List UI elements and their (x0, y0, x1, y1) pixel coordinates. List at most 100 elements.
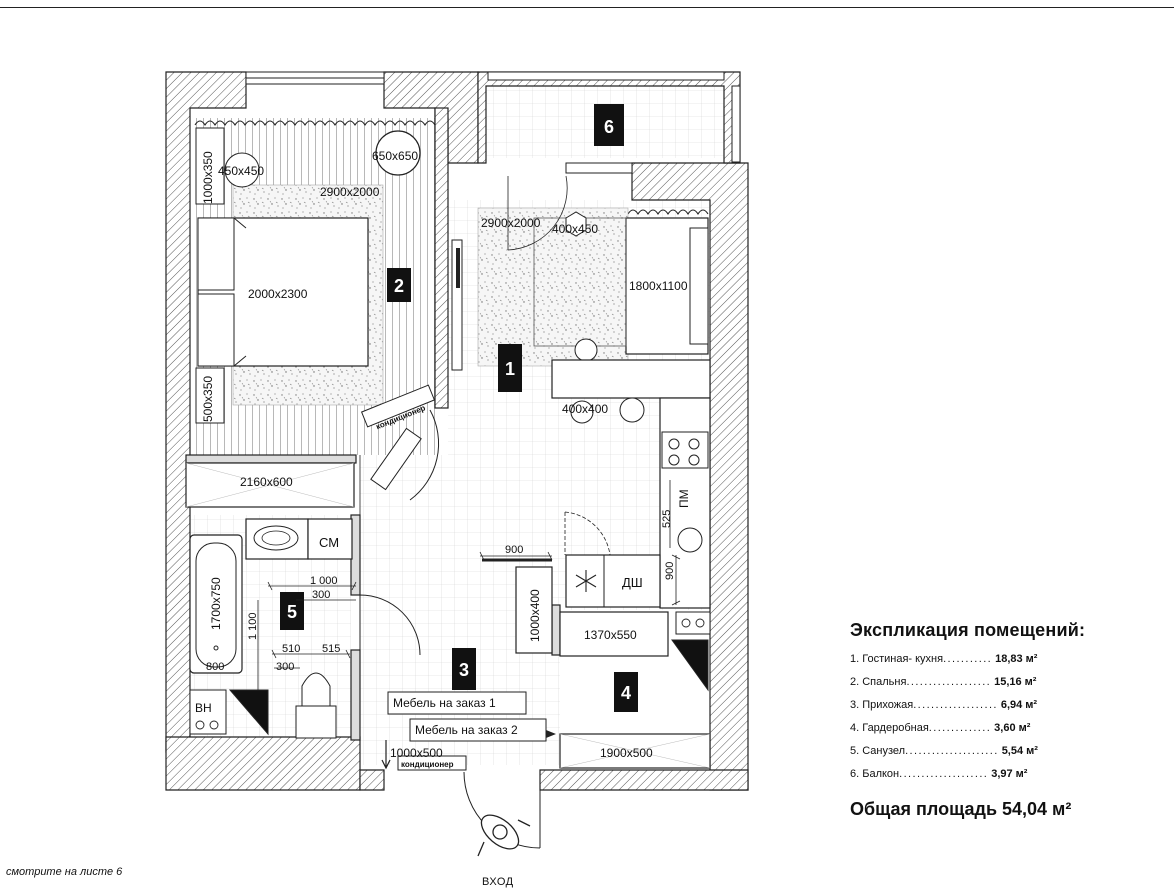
washer-label: СМ (319, 535, 339, 550)
wall-wardrobe-west (551, 604, 561, 656)
legend-unit: м² (1015, 768, 1028, 780)
legend-label: 2. Спальня (850, 676, 907, 688)
legend-value: 3,60 (994, 722, 1016, 734)
sheet-reference: смотрите на листе 6 (6, 866, 123, 878)
bathroom-sink (253, 525, 299, 551)
legend-dots: .............. (928, 722, 992, 734)
legend-label: 3. Прихожая (850, 699, 914, 711)
room-number-6: 6 (604, 117, 614, 137)
entry-label: ВХОД (482, 876, 514, 888)
cabinet-label: 1000x400 (528, 589, 542, 642)
small-cabinet (675, 611, 711, 635)
room-number-2: 2 (394, 276, 404, 296)
wardrobe-diag (185, 462, 355, 508)
bedroom-armchair (375, 130, 421, 176)
sink (677, 527, 703, 553)
legend-value: 5,54 (1001, 745, 1024, 757)
window-living (565, 162, 633, 174)
lamp-label: 450x450 (218, 164, 264, 178)
hall-shelf-label: 1370x550 (584, 628, 637, 642)
hall-number-box (452, 648, 476, 690)
dim-515: 515 (322, 643, 340, 655)
hall-ac-label: кондиционер (401, 760, 454, 769)
bed (197, 217, 369, 367)
tv (456, 248, 460, 288)
kitchen-counter (659, 397, 711, 609)
coffee-table-label: 400x450 (552, 222, 598, 236)
custom-furniture-2-label: Мебель на заказ 2 (415, 723, 518, 737)
wall-south-left (165, 736, 361, 791)
toilet-cistern (295, 705, 337, 739)
dishwasher-label: ДШ (622, 575, 643, 590)
dim-900-wall: 900 (505, 544, 523, 556)
stool-2 (619, 397, 645, 423)
windows (245, 71, 741, 174)
person-icon (477, 814, 531, 857)
legend-label: 1. Гостиная- кухня (850, 653, 944, 665)
legend-unit: м² (1025, 653, 1038, 665)
wall-bath-east-2 (350, 649, 361, 741)
rug-living-label: 2900x2000 (481, 216, 541, 230)
room-explication: Экспликация помещений: 1. Гостиная- кухн… (850, 620, 1170, 820)
legend-unit: м² (1025, 699, 1038, 711)
custom-furniture-1 (387, 691, 527, 715)
bedroom-ac (360, 384, 436, 428)
oven-cabinet (565, 554, 661, 608)
wall-bedroom-east (434, 107, 449, 409)
dimension-lines (257, 480, 681, 690)
dim-300b: 300 (276, 661, 294, 673)
wall-south-hall (359, 769, 385, 791)
sofa-label: 1800x1100 (629, 279, 688, 293)
bedroom-number-box (387, 268, 411, 302)
fridge-dim-label: 525 (661, 510, 673, 528)
dim-1000: 1 000 (310, 575, 338, 587)
closet-diag (559, 733, 711, 769)
bed-label: 2000x2300 (248, 287, 308, 301)
legend-unit: м² (1018, 722, 1031, 734)
legend-label: 5. Санузел (850, 745, 906, 757)
legend-value: 6,94 (1000, 699, 1023, 711)
dining-table-label: 400x400 (562, 402, 608, 416)
hall-ac (397, 755, 467, 771)
room-number-3: 3 (459, 660, 469, 680)
washer (307, 518, 353, 560)
legend-unit: м² (1026, 745, 1038, 757)
tv-stand (451, 239, 463, 371)
sofa-back (689, 227, 709, 345)
legend-label: 6. Балкон (850, 768, 900, 780)
balcony-number-box (594, 104, 624, 146)
legend-value: 3,97 (991, 768, 1013, 780)
dim-900-vertical: 900 (664, 562, 676, 580)
legend-dots: ................... (906, 676, 992, 688)
coffee-table (565, 211, 587, 237)
nightstand-bottom-label: 500x350 (201, 376, 215, 422)
wardrobe-number-box (614, 672, 638, 712)
window-balcony-side (731, 85, 741, 163)
legend-dots: ..................... (905, 745, 999, 757)
living-number-box (498, 344, 522, 392)
bedroom-nightstand-top (195, 127, 225, 205)
pouf (574, 338, 598, 362)
dim-1100: 1 100 (247, 612, 259, 640)
total-area: Общая площадь 54,04 м² (850, 799, 1072, 819)
dining-counter (551, 359, 711, 399)
legend-dots: ........... (943, 653, 993, 665)
arrow-marker (546, 730, 556, 738)
curtain-bedroom (194, 120, 436, 127)
wall-bedroom-south (185, 454, 357, 464)
nightstand-top-label: 1000x350 (201, 151, 215, 204)
closet-label: 1900x500 (600, 746, 653, 760)
fridge-label: ПМ (677, 489, 691, 508)
wall-south-right (539, 769, 749, 791)
legend-dots: ................... (913, 699, 998, 711)
walls (165, 71, 749, 791)
rug-bedroom-label: 2900x2000 (320, 185, 380, 199)
entry-arrow (381, 740, 391, 770)
curtain-living (627, 209, 709, 216)
rug-living (477, 207, 629, 367)
bedroom-nightstand-bottom (195, 367, 225, 424)
legend-value: 15,16 (994, 676, 1022, 688)
balcony-door-swing (507, 175, 568, 251)
